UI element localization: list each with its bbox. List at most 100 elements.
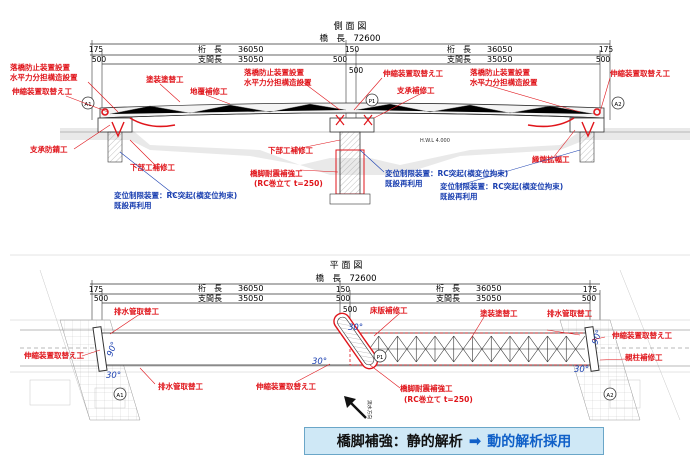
truss-diagonal: [491, 335, 511, 363]
side-bridge-length: 橋 長 72600: [319, 33, 380, 44]
abutment-a1: [97, 117, 133, 163]
truss-diagonal: [509, 335, 529, 363]
plan-note-8: 伸縮装置取替え工: [255, 381, 316, 391]
plan-left-span-label: 桁 長: [198, 283, 222, 293]
side-dim-500-right: 500: [596, 55, 611, 64]
plan-dim-150: 150: [336, 285, 351, 294]
plan-note-2: 塗装塗替工: [480, 308, 518, 318]
side-abut-right: A2: [614, 102, 621, 108]
plan-dim-500-mid-l: 500: [336, 294, 351, 303]
truss-diagonal: [397, 335, 417, 363]
plan-abutment-marks: [92, 326, 600, 372]
side-blue-5: 既設再利用: [440, 191, 478, 201]
side-pier: P1: [369, 99, 376, 105]
side-left-span-value: 36050: [238, 45, 263, 54]
girder-bracing: [109, 103, 595, 115]
side-blue-3: 既設再利用: [385, 178, 423, 188]
side-note-6: 水平力分担構造設置: [244, 77, 312, 87]
plan-left-sub-label: 支間長: [198, 293, 222, 303]
side-note-3: 塗装塗替工: [146, 74, 184, 84]
side-hwl: H.W.L 4.000: [420, 138, 450, 144]
side-left-span-label: 桁 長: [198, 44, 222, 54]
arrow-right-icon: ➡: [468, 432, 482, 450]
banner-left: 橋脚補強：静的解析: [336, 434, 463, 450]
side-dim-500-left: 500: [92, 55, 107, 64]
side-blue-2: 変位制限装置：RC突起(横変位拘束): [385, 168, 508, 178]
side-left-sub-value: 35050: [238, 55, 263, 64]
side-abut-left: A1: [84, 102, 91, 108]
angle-0: 90°: [105, 340, 120, 358]
side-dim-175-left: 175: [89, 45, 104, 54]
plan-flow-label: 流水方向: [366, 400, 373, 419]
side-title: 側 面 図: [334, 20, 367, 32]
plan-left-sub-value: 35050: [238, 294, 263, 303]
angle-2: 30°: [312, 357, 327, 367]
plan-pier-p1: [333, 312, 379, 370]
plan-note-4: 伸縮装置取替え工: [611, 330, 672, 340]
girder-bottom: [99, 112, 605, 119]
plan-note-6: 親柱補修工: [625, 352, 663, 362]
side-note-11: 支承補修工: [396, 85, 435, 95]
side-note-16: (RC巻立て t=250): [254, 178, 323, 188]
side-blue-leaders: [119, 149, 581, 197]
side-note-2: 伸縮装置取替え工: [11, 86, 72, 96]
side-note-0: 落橋防止装置設置: [10, 62, 70, 72]
plan-markers: A1 P1 A2: [113, 349, 617, 401]
banner-right: 動的解析採用: [487, 434, 572, 450]
side-blue-4: 変位制限装置：RC突起(横変位拘束): [440, 181, 563, 191]
abutment-a2: [569, 117, 605, 163]
side-note-4: 地覆補修工: [190, 86, 228, 96]
side-blue-0: 変位制限装置：RC突起(横変位拘束): [114, 190, 237, 200]
side-right-span-label: 桁 長: [447, 44, 471, 54]
plan-dim-ticks: [91, 280, 601, 320]
side-note-1: 水平力分担構造設置: [10, 72, 78, 82]
truss-diagonal: [434, 335, 454, 363]
side-note-15: 橋脚耐震補強工: [250, 168, 303, 178]
side-left-sub-label: 支間長: [198, 54, 222, 64]
angle-4: 90°: [590, 328, 605, 346]
truss-diagonal: [528, 335, 548, 363]
plan-right-span-value: 36050: [476, 284, 501, 293]
truss-diagonal: [566, 335, 586, 363]
truss-diagonal: [453, 335, 473, 363]
plan-dim-175-left: 175: [89, 285, 104, 294]
side-blue-notes: 変位制限装置：RC突起(横変位拘束) 既設再利用 変位制限装置：RC突起(横変位…: [114, 168, 563, 210]
side-leaders: [65, 77, 611, 173]
truss-diagonal: [416, 335, 436, 363]
side-note-5: 落橋防止装置設置: [244, 67, 304, 77]
angle-3: 30°: [348, 323, 363, 333]
ground-shade: [60, 128, 690, 175]
pier-p1: [329, 114, 375, 205]
side-note-12: 支承防錆工: [29, 144, 68, 154]
plan-note-1: 床版補修工: [370, 305, 408, 315]
plan-title: 平 面 図: [330, 260, 363, 271]
truss-diagonal: [472, 335, 492, 363]
side-note-10: 伸縮装置取替え工: [609, 68, 670, 78]
side-note-13: 下部工補修工: [130, 162, 175, 172]
plan-note-0: 排水管取替工: [114, 306, 159, 316]
plan-dim-500-right: 500: [582, 294, 597, 303]
side-blue-1: 既設再利用: [114, 200, 152, 210]
plan-note-9: 橋脚耐震補強工: [400, 383, 453, 393]
plan-right-sub-value: 35050: [476, 294, 501, 303]
plan-note-10: (RC巻立て t=250): [404, 394, 473, 404]
plan-dim-500-left: 500: [94, 294, 109, 303]
side-right-sub-value: 35050: [487, 55, 512, 64]
angle-1: 30°: [106, 371, 121, 381]
plan-left-span-value: 36050: [238, 284, 263, 293]
plan-note-3: 排水管取替工: [547, 308, 592, 318]
plan-leaders: [81, 312, 627, 389]
angle-5: 30°: [574, 365, 589, 375]
plan-note-7: 排水管取替工: [158, 381, 203, 391]
side-dim-500-mid-l: 500: [333, 55, 348, 64]
side-note-7: 伸縮装置取替え工: [382, 68, 443, 78]
side-dim-175-right: 175: [599, 45, 614, 54]
side-note-8: 落橋防止装置設置: [470, 67, 530, 77]
side-right-span-value: 36050: [487, 45, 512, 54]
side-red-notes: 落橋防止装置設置 水平力分担構造設置 伸縮装置取替え工 塗装塗替工 地覆補修工 …: [10, 62, 670, 188]
side-note-9: 水平力分担構造設置: [470, 77, 538, 87]
plan-note-5: 伸縮装置取替え工: [23, 350, 84, 360]
analysis-banner: 橋脚補強：静的解析 ➡ 動的解析採用: [304, 427, 604, 455]
